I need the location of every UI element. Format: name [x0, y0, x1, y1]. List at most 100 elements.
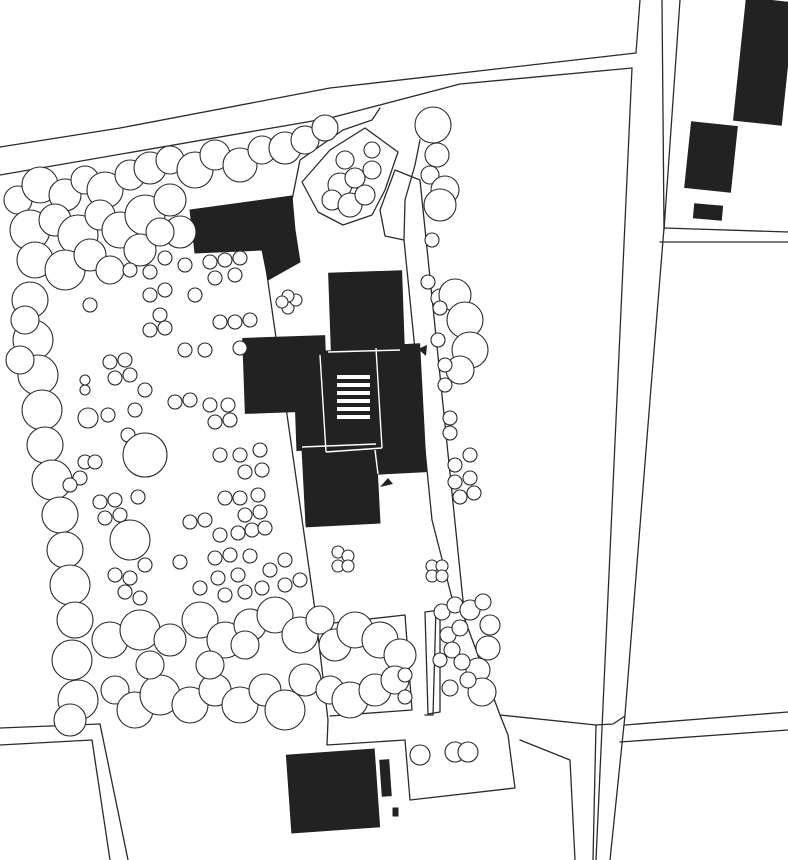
tree-canopy [177, 342, 193, 358]
tree-canopy [252, 504, 268, 520]
tree-canopy [142, 322, 158, 338]
tree-canopy [26, 426, 64, 464]
tree-canopy [354, 184, 376, 206]
building-south [285, 748, 381, 834]
main-building-north-wing [328, 270, 405, 354]
tree-canopy [117, 584, 133, 600]
tree-canopy [242, 312, 258, 328]
south-road-east-edge [592, 724, 597, 860]
tree-canopy [437, 377, 453, 393]
tree-canopy [5, 345, 35, 375]
tree-canopy [423, 188, 457, 222]
entrance-arrow-east [418, 345, 427, 356]
tree-canopy [230, 567, 246, 583]
tree-canopy [212, 314, 228, 330]
tree-canopy [49, 564, 91, 606]
tree-canopy [221, 686, 259, 724]
entrance-markers [380, 345, 427, 487]
tree-canopy [467, 677, 497, 707]
tree-canopy [21, 389, 63, 431]
main-building-internal-lines [301, 347, 401, 475]
tree-canopy [135, 650, 165, 680]
tree-canopy [362, 160, 382, 180]
tree-canopy [197, 342, 213, 358]
tree-canopy [182, 392, 198, 408]
tree-canopy [475, 635, 501, 661]
tree-canopy [430, 332, 446, 348]
tree-canopy [457, 741, 479, 763]
tree-canopy [424, 232, 440, 248]
tree-canopy [222, 147, 258, 183]
tree-canopy [437, 357, 453, 373]
tree-canopy [383, 638, 417, 672]
tree-canopy [102, 354, 118, 370]
tree-canopy [453, 653, 471, 671]
tree-canopy [137, 382, 153, 398]
tree-canopy [127, 402, 143, 418]
tree-canopy [447, 474, 463, 490]
tree-canopy [232, 250, 248, 266]
tree-canopy [462, 447, 478, 463]
tree-canopy [311, 114, 339, 142]
east-road-west-edge [609, 0, 665, 860]
tree-canopy [212, 447, 228, 463]
tree-canopy [397, 667, 413, 683]
tree-canopy [62, 477, 78, 493]
southwest-road-side-2 [99, 723, 129, 860]
tree-canopy [435, 569, 449, 583]
tree-canopy [82, 297, 98, 313]
tree-canopy [79, 374, 91, 386]
tree-canopy [109, 519, 151, 561]
tree-canopy [432, 300, 448, 316]
tree-canopy [207, 270, 223, 286]
building-northwest-l-shape [189, 195, 301, 281]
tree-canopy [100, 407, 116, 423]
tree-canopy [56, 601, 94, 639]
east-lower-road-lower [619, 729, 788, 743]
tree-canopy [257, 520, 273, 536]
tree-canopy [222, 547, 238, 563]
tree-canopy [442, 425, 458, 441]
tree-canopy [479, 614, 501, 636]
tree-canopy [237, 464, 253, 480]
tree-canopy [172, 554, 188, 570]
tree-canopy [92, 494, 108, 510]
tree-canopy [474, 593, 492, 611]
tree-canopy [112, 507, 128, 523]
southwest-road-side-1 [91, 739, 111, 860]
tree-canopy [264, 689, 306, 731]
building-footprints [189, 0, 788, 834]
tree-canopy [409, 744, 431, 766]
tree-canopy [117, 352, 133, 368]
tree-canopy [142, 264, 158, 280]
tree-canopy [182, 514, 198, 530]
tree-canopy [335, 150, 355, 170]
tree-canopy [252, 442, 268, 458]
tree-canopy [123, 233, 157, 267]
tree-canopy [341, 559, 355, 573]
tree-canopy [177, 257, 193, 273]
tree-canopy [462, 470, 478, 486]
tree-canopy [197, 512, 213, 528]
tree-canopy [97, 510, 113, 526]
tree-canopy [244, 522, 260, 538]
tree-canopy [132, 590, 148, 606]
tree-canopy [87, 454, 103, 470]
east-road-east-edge [663, 0, 681, 231]
tree-canopy [237, 507, 253, 523]
tree-canopy [275, 295, 289, 309]
tree-canopy [305, 605, 335, 635]
tree-canopy [142, 287, 158, 303]
tree-canopy [107, 492, 123, 508]
building-northeast-small [692, 203, 724, 221]
tree-canopy [122, 367, 138, 383]
building-south-annex [379, 759, 392, 797]
tree-canopy [202, 254, 218, 270]
tree-canopy [452, 489, 468, 505]
tree-canopy [232, 447, 248, 463]
tree-canopy [256, 596, 294, 634]
tree-canopy [167, 394, 183, 410]
tree-canopy [145, 217, 175, 247]
east-cross-road-upper [663, 227, 788, 233]
